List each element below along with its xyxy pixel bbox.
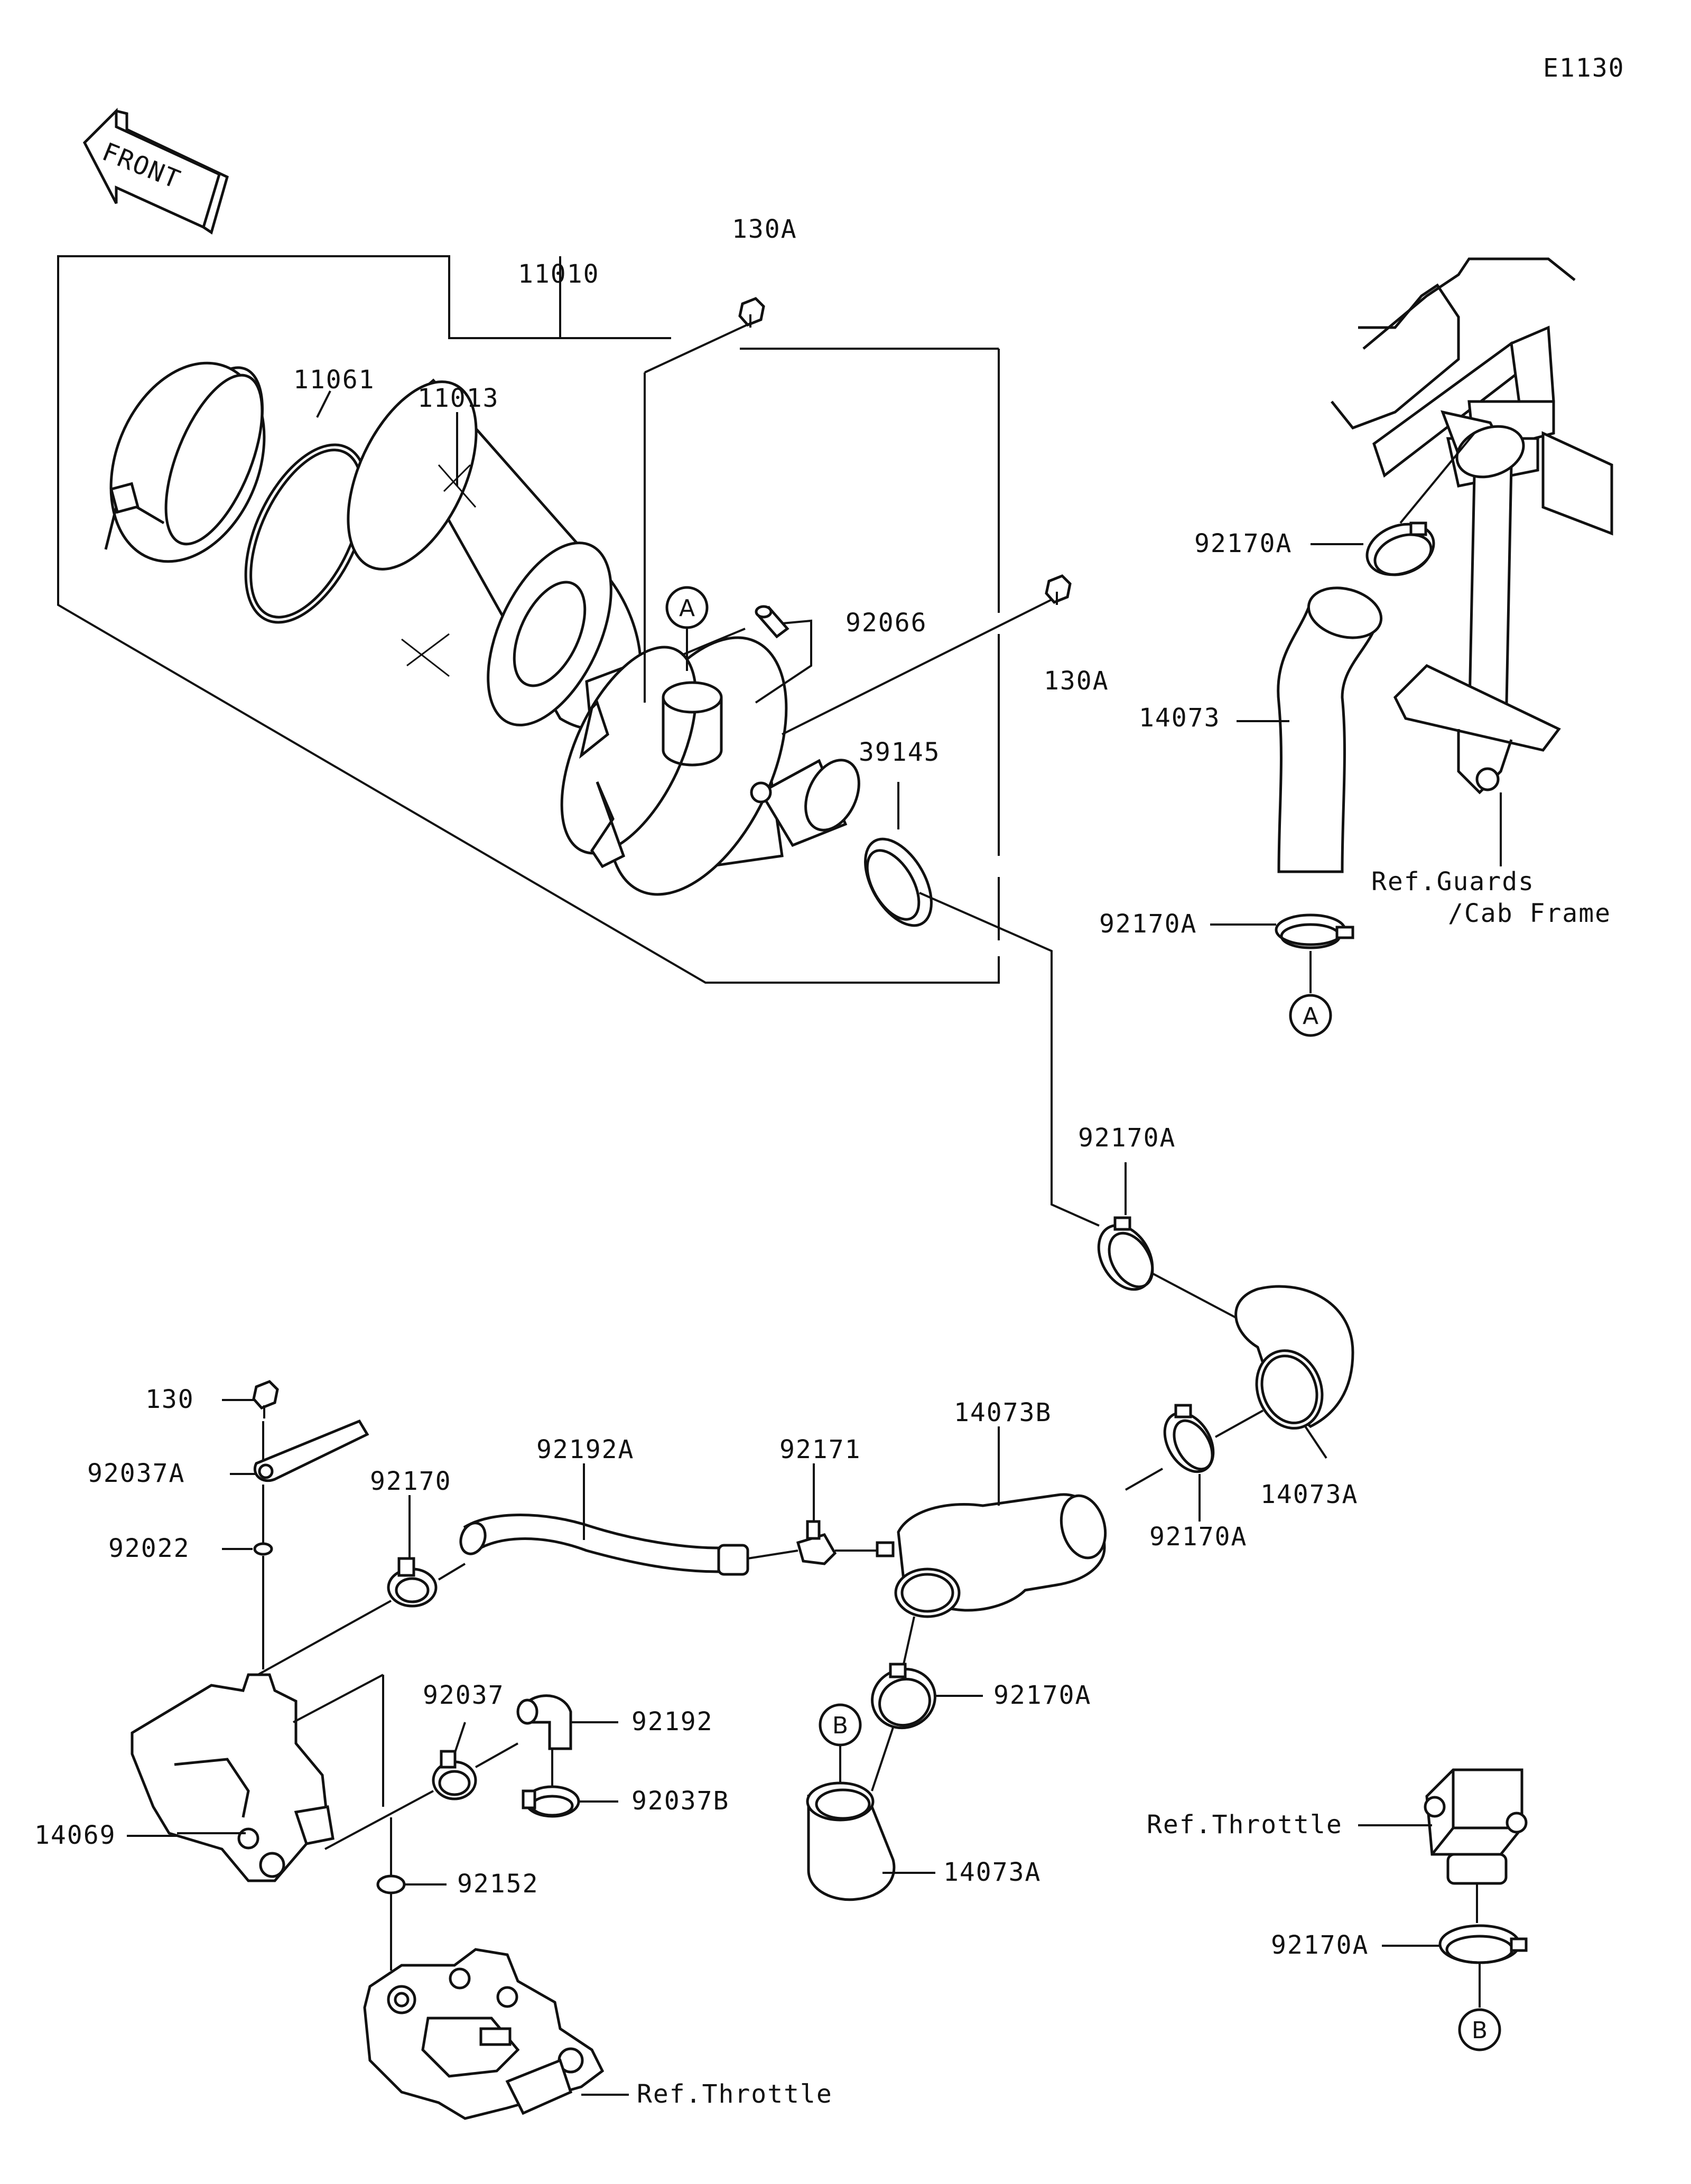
clamp-92170a-1	[1365, 521, 1435, 576]
label-130a-right: 130A	[1044, 666, 1109, 696]
label-92037b: 92037B	[631, 1786, 729, 1816]
seal-39145	[864, 837, 933, 927]
o-ring-11061	[244, 443, 369, 624]
intake-pipe-cab-frame	[1331, 257, 1613, 866]
marker-b1: B	[819, 1703, 862, 1747]
label-92192a: 92192A	[536, 1435, 634, 1464]
label-92170a-4: 92170A	[1149, 1522, 1247, 1552]
clamp-92171	[796, 1463, 877, 1565]
duct-14073b	[876, 1426, 1107, 1618]
bolt-130a-top	[738, 297, 765, 328]
label-92171: 92171	[779, 1435, 861, 1464]
label-92170: 92170	[370, 1467, 452, 1496]
clamp-92170a-2	[1275, 913, 1354, 949]
throttle-body-bottom	[363, 1948, 629, 2120]
label-14073a-right: 14073A	[1260, 1480, 1358, 1509]
marker-b2-label: B	[1472, 2017, 1488, 2044]
label-11010: 11010	[518, 259, 600, 289]
bolt-130a-right	[1045, 574, 1072, 605]
clamp-92037	[432, 1722, 518, 1800]
bolt-130	[222, 1380, 279, 1418]
marker-b2: B	[1458, 2008, 1501, 2051]
washer-92022	[222, 1542, 273, 1556]
elbow-hose-92192	[516, 1694, 618, 1750]
label-92170a-6: 92170A	[1271, 1930, 1369, 1960]
bracket-plate-92037a	[230, 1419, 369, 1482]
label-92037a: 92037A	[87, 1459, 185, 1488]
front-arrow-icon: FRONT	[82, 107, 229, 235]
label-14073: 14073	[1139, 703, 1221, 733]
label-ref-throttle-right: Ref.Throttle	[1147, 1810, 1343, 1840]
marker-a2-label: A	[1303, 1003, 1318, 1030]
label-92170a-3: 92170A	[1078, 1123, 1176, 1153]
label-92192: 92192	[631, 1707, 713, 1737]
precleaner-cap	[104, 361, 266, 563]
label-92170a-2: 92170A	[1099, 909, 1197, 939]
label-92170a-5: 92170A	[993, 1681, 1091, 1710]
label-ref-throttle-bottom: Ref.Throttle	[637, 2079, 833, 2109]
label-92022: 92022	[108, 1534, 190, 1563]
marker-a1: A	[665, 586, 709, 671]
throttle-body-right	[1358, 1768, 1528, 1923]
elbow-14073a-right	[1234, 1285, 1354, 1459]
label-92037: 92037	[423, 1681, 505, 1710]
label-39145: 39145	[859, 738, 941, 767]
label-ref-guards-1: Ref.Guards	[1371, 867, 1535, 897]
label-14073a-low: 14073A	[943, 1858, 1041, 1887]
leader-lines-upper	[316, 322, 1100, 1227]
clamp-92170	[248, 1495, 466, 1681]
label-11061: 11061	[293, 365, 375, 395]
nut-92152	[376, 1817, 447, 1971]
label-14069: 14069	[34, 1821, 116, 1850]
assembly-bracket-11010	[57, 255, 1000, 984]
clamp-92037b	[522, 1749, 618, 1818]
label-14073b: 14073B	[954, 1398, 1052, 1427]
clamp-92170a-3	[1097, 1216, 1154, 1291]
air-cleaner-housing	[560, 636, 860, 896]
label-130: 130	[145, 1385, 194, 1414]
marker-a2: A	[1289, 994, 1332, 1037]
boot-14073a-lower	[806, 1746, 935, 1901]
clamp-92170a-5	[871, 1616, 983, 1791]
label-92066: 92066	[846, 608, 927, 638]
drain-valve-92066	[755, 605, 789, 639]
marker-a1-label: A	[679, 595, 695, 622]
label-130a-top: 130A	[732, 214, 797, 244]
filter-element-11013	[347, 378, 642, 731]
clamp-92170a-4	[1125, 1404, 1263, 1522]
marker-b1-label: B	[832, 1712, 848, 1739]
breather-housing-14069	[131, 1673, 434, 1882]
breather-hose-92192a	[459, 1463, 798, 1576]
label-92152: 92152	[457, 1869, 539, 1899]
hose-14073	[1237, 586, 1383, 873]
label-11013: 11013	[417, 384, 499, 413]
connector-line-mid	[1151, 1272, 1242, 1322]
label-ref-guards-2: /Cab Frame	[1448, 899, 1611, 928]
label-92170a-1: 92170A	[1194, 529, 1292, 558]
clamp-92170a-6	[1382, 1924, 1528, 2008]
diagram-code: E1130	[1543, 53, 1625, 83]
